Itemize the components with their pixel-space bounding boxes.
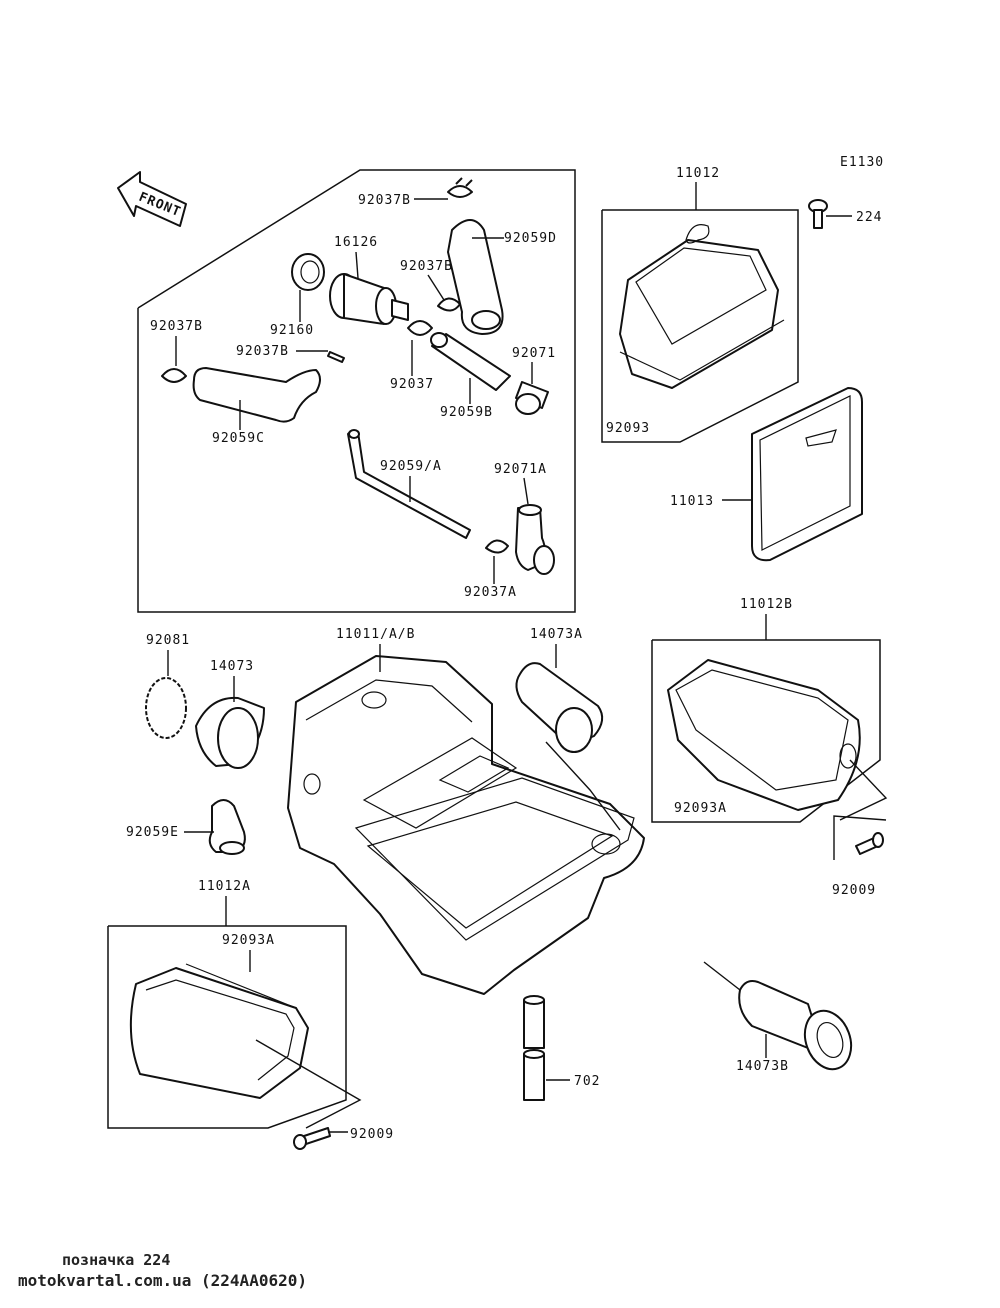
front-arrow-icon: FRONT	[117, 171, 187, 227]
clip-92037b-left	[161, 368, 187, 383]
label-92093: 92093	[606, 421, 650, 436]
funnel-14073b	[738, 980, 853, 1071]
bolt-92009-bottom	[293, 1127, 331, 1150]
label-92037b-mid: 92037B	[400, 259, 453, 274]
hose-92059d	[447, 219, 504, 335]
label-92037b-top: 92037B	[358, 193, 411, 208]
label-224: 224	[856, 210, 882, 225]
clip-92037b-mid	[437, 297, 461, 312]
label-92037b-left: 92037B	[150, 319, 203, 334]
label-92071: 92071	[512, 346, 556, 361]
clip-92037a	[485, 539, 509, 554]
duct-14073a	[515, 662, 604, 753]
airbox-11011	[287, 655, 645, 995]
seal-92160	[291, 253, 325, 291]
clip-92037b-small	[327, 351, 345, 363]
label-92059a: 92059/A	[380, 459, 442, 474]
label-92059e: 92059E	[126, 825, 179, 840]
cover-11012b	[667, 659, 861, 811]
label-92059b: 92059B	[440, 405, 493, 420]
diagram-code: E1130	[840, 155, 884, 170]
label-92037b-small: 92037B	[236, 344, 289, 359]
footer-reference: позначка 224	[62, 1251, 171, 1269]
label-92059d: 92059D	[504, 231, 557, 246]
label-11011ab: 11011/A/B	[336, 627, 415, 642]
hose-92059c	[192, 367, 321, 423]
sleeve-702	[523, 995, 545, 1101]
label-92071a: 92071A	[494, 462, 547, 477]
label-92009-bottom: 92009	[350, 1127, 394, 1142]
cover-11012a	[129, 963, 309, 1099]
label-11012b: 11012B	[740, 597, 793, 612]
label-14073b: 14073B	[736, 1059, 789, 1074]
label-11013: 11013	[670, 494, 714, 509]
grommet-92071	[515, 381, 549, 415]
label-92009-right: 92009	[832, 883, 876, 898]
label-702: 702	[574, 1074, 600, 1089]
hose-92059a	[347, 431, 471, 539]
cover-a-group-frame	[107, 925, 347, 1129]
label-14073: 14073	[210, 659, 254, 674]
label-92160: 92160	[270, 323, 314, 338]
footer-source: motokvartal.com.ua (224AA0620)	[18, 1271, 307, 1290]
label-92093a-right: 92093A	[674, 801, 727, 816]
clip-92037b-top	[447, 177, 473, 198]
label-92093a-left: 92093A	[222, 933, 275, 948]
hose-group-frame	[137, 169, 576, 613]
label-92037a: 92037A	[464, 585, 517, 600]
spring-clamp-92081	[145, 677, 187, 739]
bolt-224	[808, 199, 828, 229]
elbow-92059e	[208, 799, 246, 855]
valve-16126	[329, 273, 409, 325]
boot-14073	[195, 696, 265, 769]
label-11012: 11012	[676, 166, 720, 181]
label-14073a: 14073A	[530, 627, 583, 642]
bolt-92009-right	[855, 832, 884, 855]
cover-group-frame	[601, 209, 799, 443]
label-92059c: 92059C	[212, 431, 265, 446]
elbow-92071a	[515, 504, 555, 575]
cover-11012	[619, 224, 785, 389]
filter-11013	[751, 387, 863, 562]
clip-92037	[407, 320, 433, 336]
label-92081: 92081	[146, 633, 190, 648]
label-92037: 92037	[390, 377, 434, 392]
label-16126: 16126	[334, 235, 378, 250]
label-11012a: 11012A	[198, 879, 251, 894]
